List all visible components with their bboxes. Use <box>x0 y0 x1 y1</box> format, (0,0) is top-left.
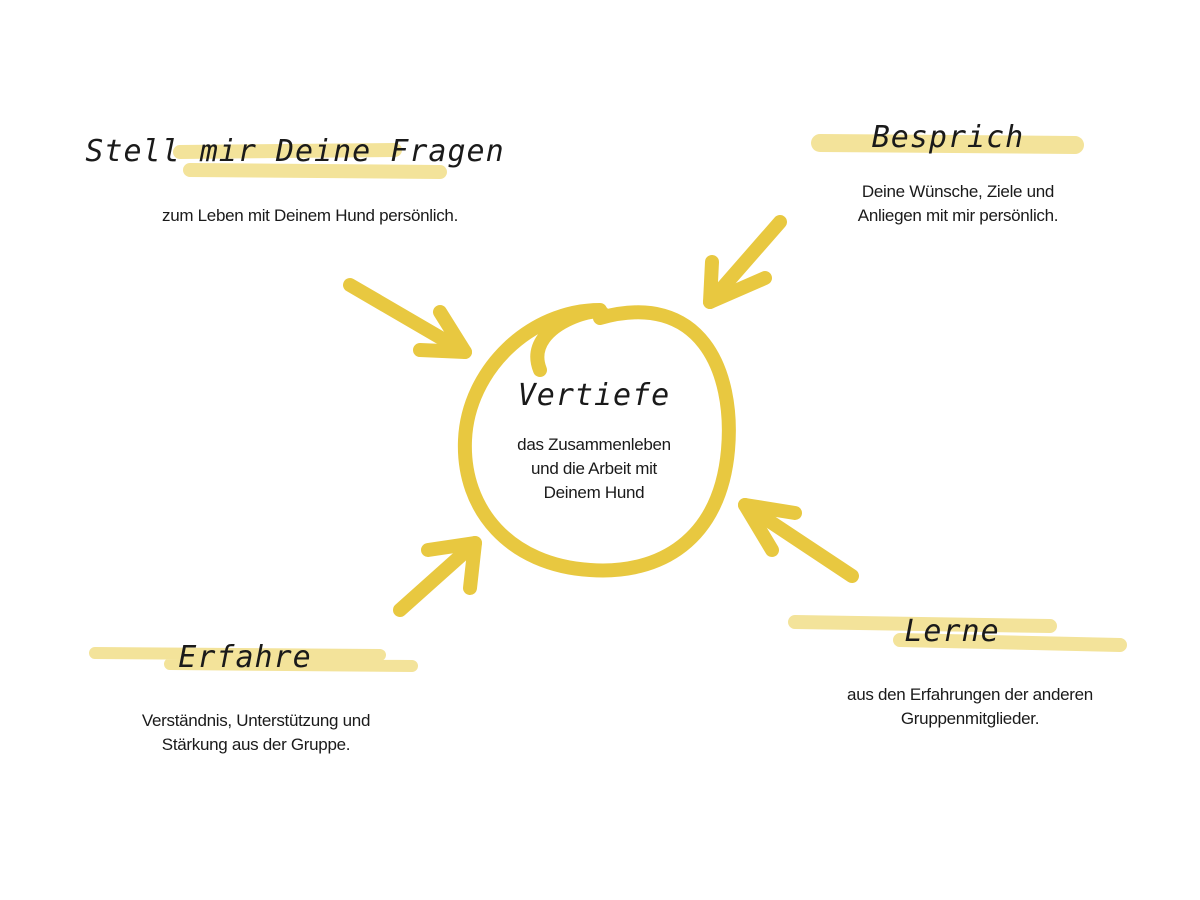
node-title-erfahre: Erfahre <box>178 640 312 675</box>
arrow-top-right <box>703 215 787 309</box>
node-text-fragen: zum Leben mit Deinem Hund persönlich. <box>162 204 458 228</box>
center-title: Vertiefe <box>517 378 671 413</box>
node-title-fragen: Stell mir Deine Fragen <box>85 134 505 169</box>
text-line: zum Leben mit Deinem Hund persönlich. <box>162 206 458 225</box>
text-line: Deinem Hund <box>543 483 645 502</box>
text-line: Gruppenmitglieder. <box>900 709 1040 728</box>
highlight-stroke-lerne <box>788 615 1127 652</box>
node-title-lerne: Lerne <box>904 614 1000 649</box>
arrow-bottom-left <box>393 536 482 617</box>
arrow-bottom-right <box>738 498 859 583</box>
highlight-stroke-fragen <box>173 143 447 179</box>
text-line: das Zusammenleben <box>517 435 671 454</box>
text-line: Anliegen mit mir persönlich. <box>857 206 1059 225</box>
text-line: und die Arbeit mit <box>531 459 657 478</box>
text-line: aus den Erfahrungen der anderen <box>847 685 1093 704</box>
text-line: Verständnis, Unterstützung und <box>141 711 371 730</box>
text-line: Deine Wünsche, Ziele und <box>861 182 1055 201</box>
center-circle <box>457 303 736 578</box>
node-title-besprich: Besprich <box>871 120 1025 155</box>
arrow-top-left <box>343 278 472 359</box>
highlight-stroke-besprich <box>811 134 1084 154</box>
text-line: Stärkung aus der Gruppe. <box>161 735 351 754</box>
highlight-stroke-erfahre <box>89 647 418 672</box>
